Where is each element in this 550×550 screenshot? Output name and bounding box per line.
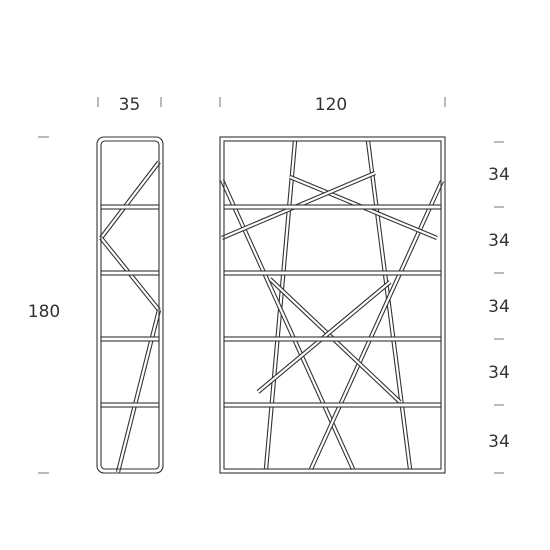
side-view-shelves: [100, 204, 160, 408]
shelf-height-dimensions: 34 34 34 34 34: [488, 141, 510, 474]
shelf-height-label-2: 34: [488, 231, 510, 251]
side-width-label: 35: [119, 95, 141, 115]
front-frame-inner: [223, 140, 442, 470]
shelf: [223, 204, 442, 210]
front-view: [219, 136, 446, 474]
shelf: [100, 204, 160, 210]
shelf: [223, 336, 442, 342]
shelf: [100, 336, 160, 342]
side-width-dimension: 35: [97, 95, 162, 115]
height-dimension: 180: [28, 136, 60, 474]
front-frame-outer: [219, 136, 446, 474]
height-label: 180: [28, 302, 60, 322]
front-view-rods: [219, 140, 445, 470]
shelf-height-label-5: 34: [488, 432, 510, 452]
shelf-height-label-1: 34: [488, 165, 510, 185]
side-frame-outer: [96, 136, 164, 474]
shelf: [223, 270, 442, 276]
side-view: [96, 136, 164, 474]
front-view-shelves: [223, 204, 442, 408]
rod-inner: [100, 161, 160, 239]
front-width-label: 120: [315, 95, 347, 115]
rod-inner: [116, 309, 161, 473]
shelf-height-label-3: 34: [488, 297, 510, 317]
shelf: [100, 270, 160, 276]
shelf: [100, 402, 160, 408]
rod-inner: [366, 140, 412, 470]
front-width-dimension: 120: [219, 95, 446, 115]
shelf: [223, 402, 442, 408]
side-frame-inner: [100, 140, 160, 470]
shelf-height-label-4: 34: [488, 363, 510, 383]
